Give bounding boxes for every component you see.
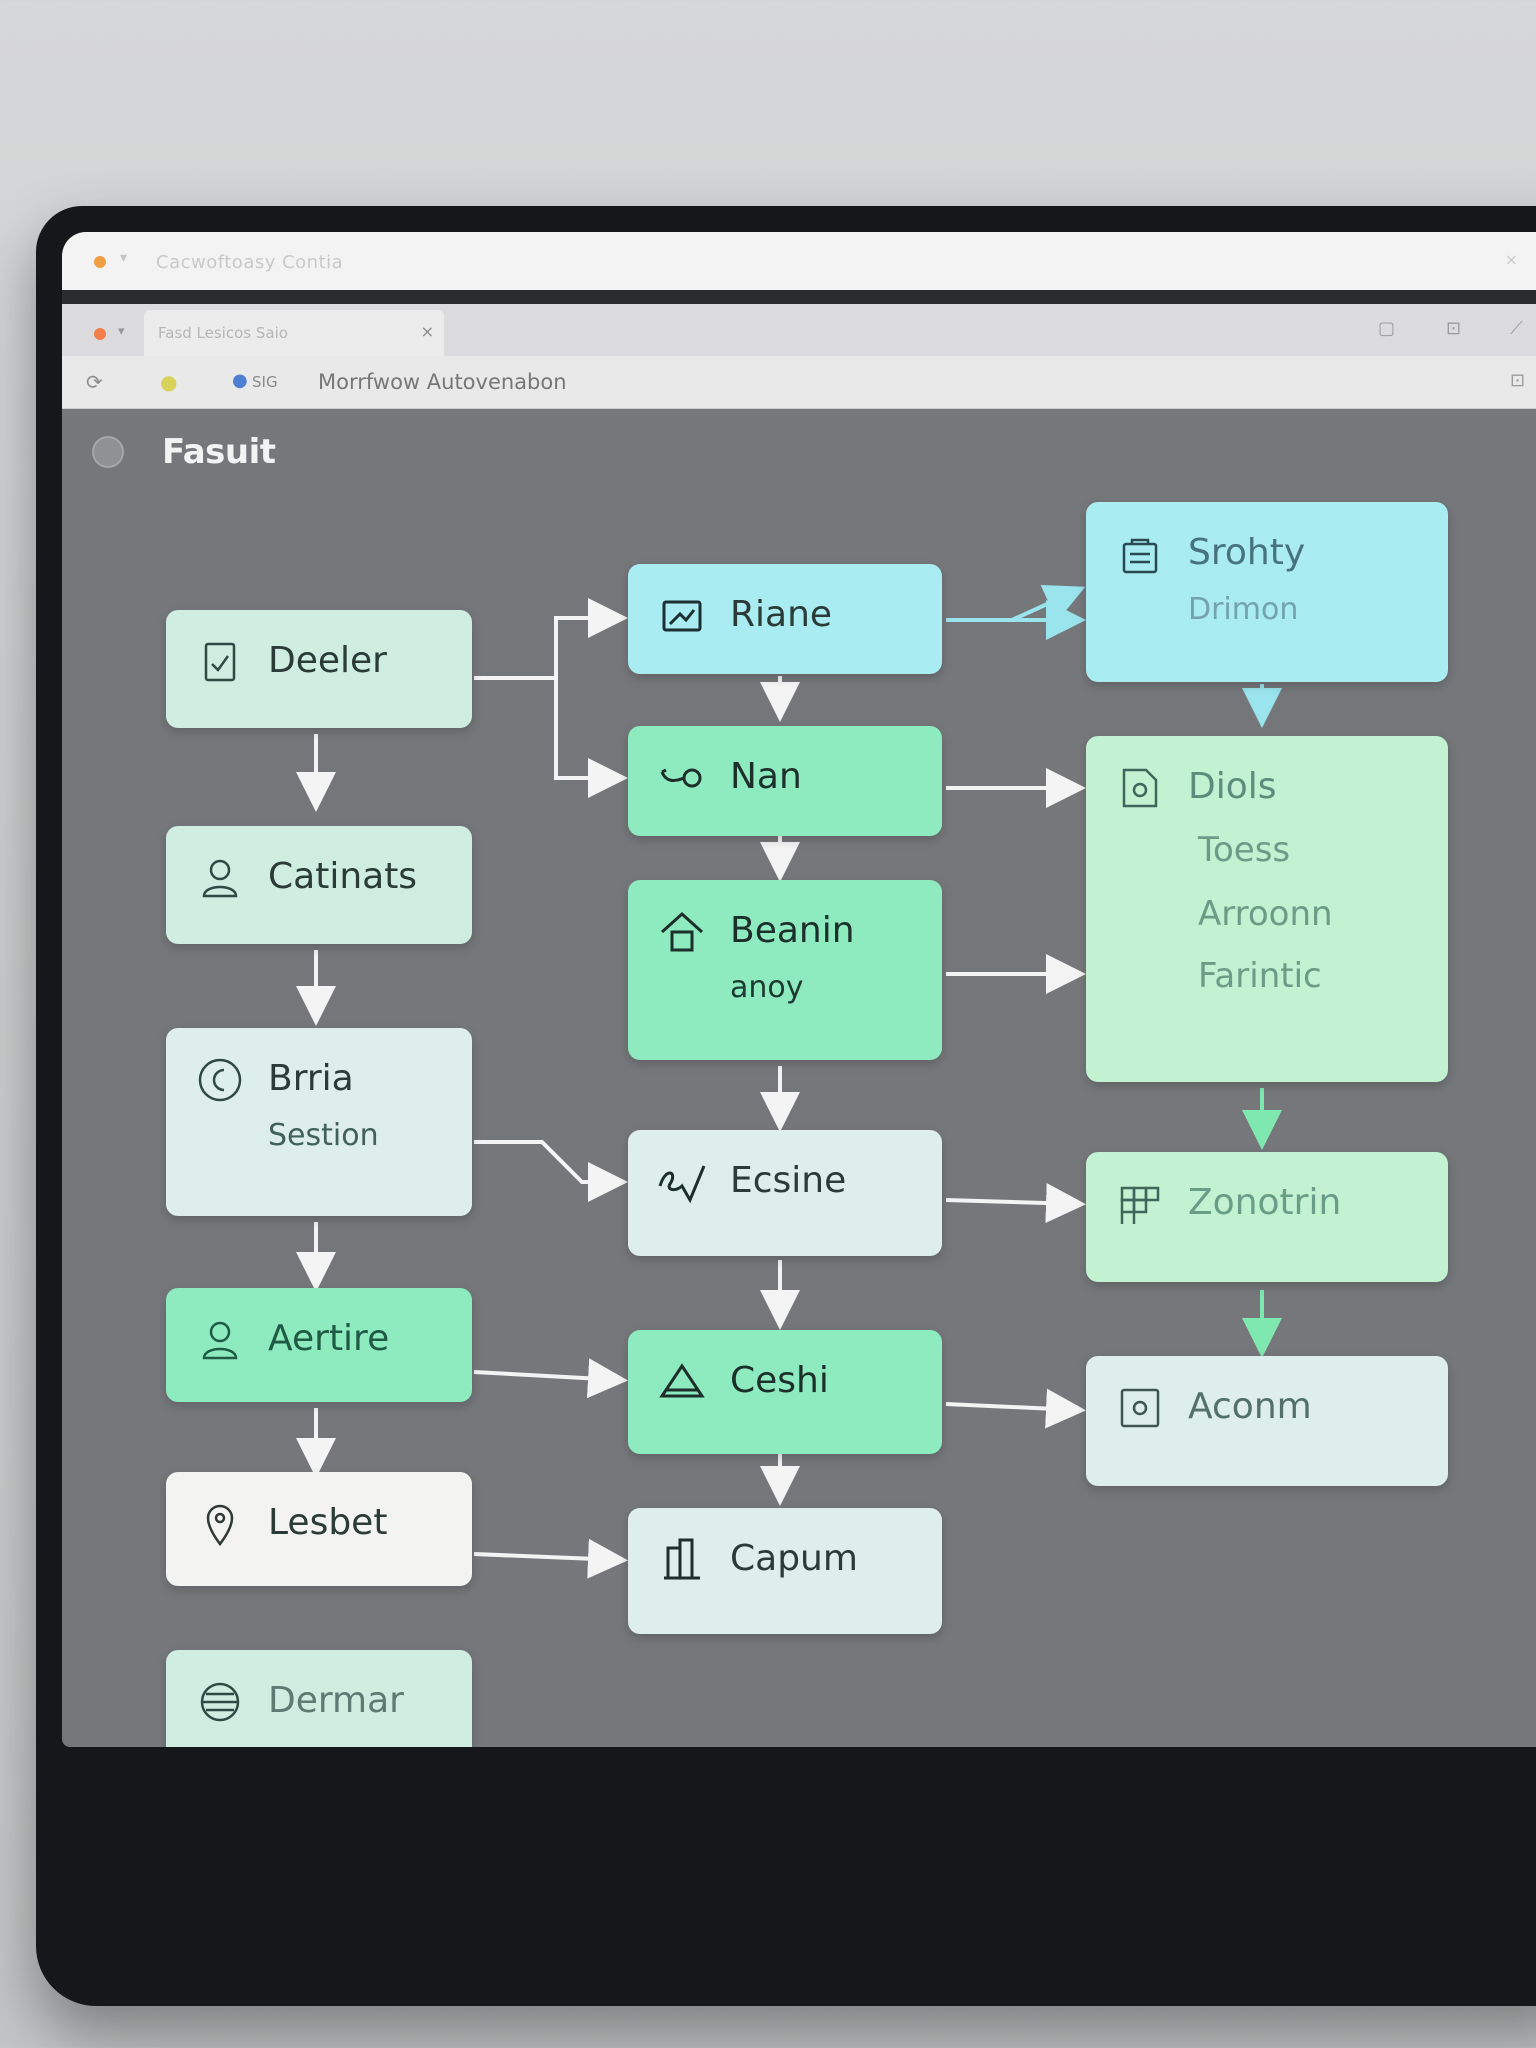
node-diols[interactable]: Diols Toess Arroonn Farintic bbox=[1086, 736, 1448, 1082]
address-prefix: SIG bbox=[252, 373, 278, 391]
node-label: Aertire bbox=[268, 1318, 390, 1359]
node-label: Brria bbox=[268, 1058, 354, 1099]
chevron-down-icon[interactable]: ▾ bbox=[118, 324, 125, 339]
node-ecsine[interactable]: Ecsine bbox=[628, 1130, 942, 1256]
grid-icon bbox=[1114, 1178, 1166, 1230]
window-title: Cacwoftoasy Contia bbox=[156, 252, 344, 273]
reload-icon[interactable]: ⟳ bbox=[86, 370, 103, 394]
node-ceshi[interactable]: Ceshi bbox=[628, 1330, 942, 1454]
browser-tab-strip: ▾ Fasd Lesicos Saio × ▢ ⊡ ⟋ bbox=[62, 304, 1536, 356]
node-nan[interactable]: Nan bbox=[628, 726, 942, 836]
node-zonotrin[interactable]: Zonotrin bbox=[1086, 1152, 1448, 1282]
building-icon bbox=[656, 1534, 708, 1586]
globe-icon bbox=[194, 1676, 246, 1728]
node-dermar[interactable]: Dermar bbox=[166, 1650, 472, 1747]
document-icon bbox=[1114, 762, 1166, 814]
close-icon[interactable]: × bbox=[1504, 250, 1518, 269]
node-label: Diols bbox=[1188, 766, 1277, 807]
node-line: Farintic bbox=[1198, 956, 1322, 996]
home-icon bbox=[656, 906, 708, 958]
node-label: Ceshi bbox=[730, 1360, 829, 1401]
node-label: Dermar bbox=[268, 1680, 404, 1721]
window-dot-icon[interactable] bbox=[94, 256, 106, 268]
clipboard-check-icon bbox=[194, 636, 246, 688]
app-title: Fasuit bbox=[162, 432, 276, 472]
square-target-icon bbox=[1114, 1382, 1166, 1434]
node-sublabel: anoy bbox=[730, 970, 804, 1005]
close-window-icon[interactable]: ⟋ bbox=[1510, 318, 1523, 339]
os-title-bar: ▾ Cacwoftoasy Contia × bbox=[62, 232, 1536, 304]
arrow-lesbet-capum bbox=[473, 1538, 628, 1579]
arrow-deeler-nan bbox=[554, 678, 628, 798]
tab-dot-icon[interactable] bbox=[94, 328, 106, 340]
user-icon bbox=[194, 1314, 246, 1366]
node-label: Ecsine bbox=[730, 1160, 847, 1201]
link-icon bbox=[656, 752, 708, 804]
node-srohty[interactable]: Srohty Drimon bbox=[1086, 502, 1448, 682]
signature-icon bbox=[656, 1156, 708, 1208]
node-sublabel: Drimon bbox=[1188, 592, 1299, 627]
arrow-ecsine-zonotrin bbox=[945, 1183, 1086, 1224]
restore-icon[interactable]: ⊡ bbox=[1446, 318, 1462, 339]
chevron-down-icon[interactable]: ▾ bbox=[120, 250, 128, 266]
tab-label: Fasd Lesicos Saio bbox=[158, 324, 288, 342]
node-aconm[interactable]: Aconm bbox=[1086, 1356, 1448, 1486]
node-label: Riane bbox=[730, 594, 833, 635]
node-sublabel: Sestion bbox=[268, 1118, 379, 1153]
node-beanin[interactable]: Beanin anoy bbox=[628, 880, 942, 1060]
node-aertire[interactable]: Aertire bbox=[166, 1288, 472, 1402]
node-label: Lesbet bbox=[268, 1502, 388, 1543]
minimize-icon[interactable]: ▢ bbox=[1378, 318, 1396, 339]
node-label: Deeler bbox=[268, 640, 387, 681]
screen: ▾ Cacwoftoasy Contia × ▾ Fasd Lesicos Sa… bbox=[62, 232, 1536, 1747]
user-icon bbox=[194, 852, 246, 904]
image-icon bbox=[656, 590, 708, 642]
extension-icon[interactable]: ⊡ bbox=[1510, 370, 1526, 391]
clock-icon bbox=[194, 1054, 246, 1106]
node-line: Toess bbox=[1198, 830, 1291, 870]
triangle-icon bbox=[656, 1356, 708, 1408]
shield-icon[interactable]: ● bbox=[160, 370, 178, 394]
shopping-bag-icon bbox=[1114, 528, 1166, 580]
node-label: Nan bbox=[730, 756, 802, 797]
app-logo-icon[interactable] bbox=[92, 436, 124, 468]
arrow-aertire-ceshi bbox=[473, 1358, 628, 1399]
site-icon: ● bbox=[232, 370, 248, 391]
map-pin-icon bbox=[194, 1498, 246, 1550]
address-text[interactable]: Morrfwow Autovenabon bbox=[318, 370, 567, 394]
node-label: Beanin bbox=[730, 910, 855, 951]
tab-close-icon[interactable]: × bbox=[420, 322, 434, 341]
node-label: Catinats bbox=[268, 856, 418, 897]
arrow-ceshi-aconm bbox=[945, 1388, 1086, 1429]
node-line: Arroonn bbox=[1198, 894, 1333, 934]
address-bar[interactable]: ⟳ ● ● SIG Morrfwow Autovenabon ⊡ bbox=[62, 356, 1536, 409]
node-catinats[interactable]: Catinats bbox=[166, 826, 472, 944]
node-label: Capum bbox=[730, 1538, 858, 1579]
node-label: Aconm bbox=[1188, 1386, 1312, 1427]
node-label: Srohty bbox=[1188, 532, 1306, 573]
arrow-brria-ecsine bbox=[474, 1140, 628, 1202]
arrow-riane-srohty-branch bbox=[1011, 585, 1086, 622]
node-capum[interactable]: Capum bbox=[628, 1508, 942, 1634]
browser-tab[interactable]: ▾ Fasd Lesicos Saio × bbox=[94, 310, 444, 356]
node-lesbet[interactable]: Lesbet bbox=[166, 1472, 472, 1586]
node-deeler[interactable]: Deeler bbox=[166, 610, 472, 728]
node-label: Zonotrin bbox=[1188, 1182, 1342, 1223]
node-riane[interactable]: Riane bbox=[628, 564, 942, 674]
node-brria[interactable]: Brria Sestion bbox=[166, 1028, 472, 1216]
arrow-deeler-riane bbox=[474, 598, 628, 680]
